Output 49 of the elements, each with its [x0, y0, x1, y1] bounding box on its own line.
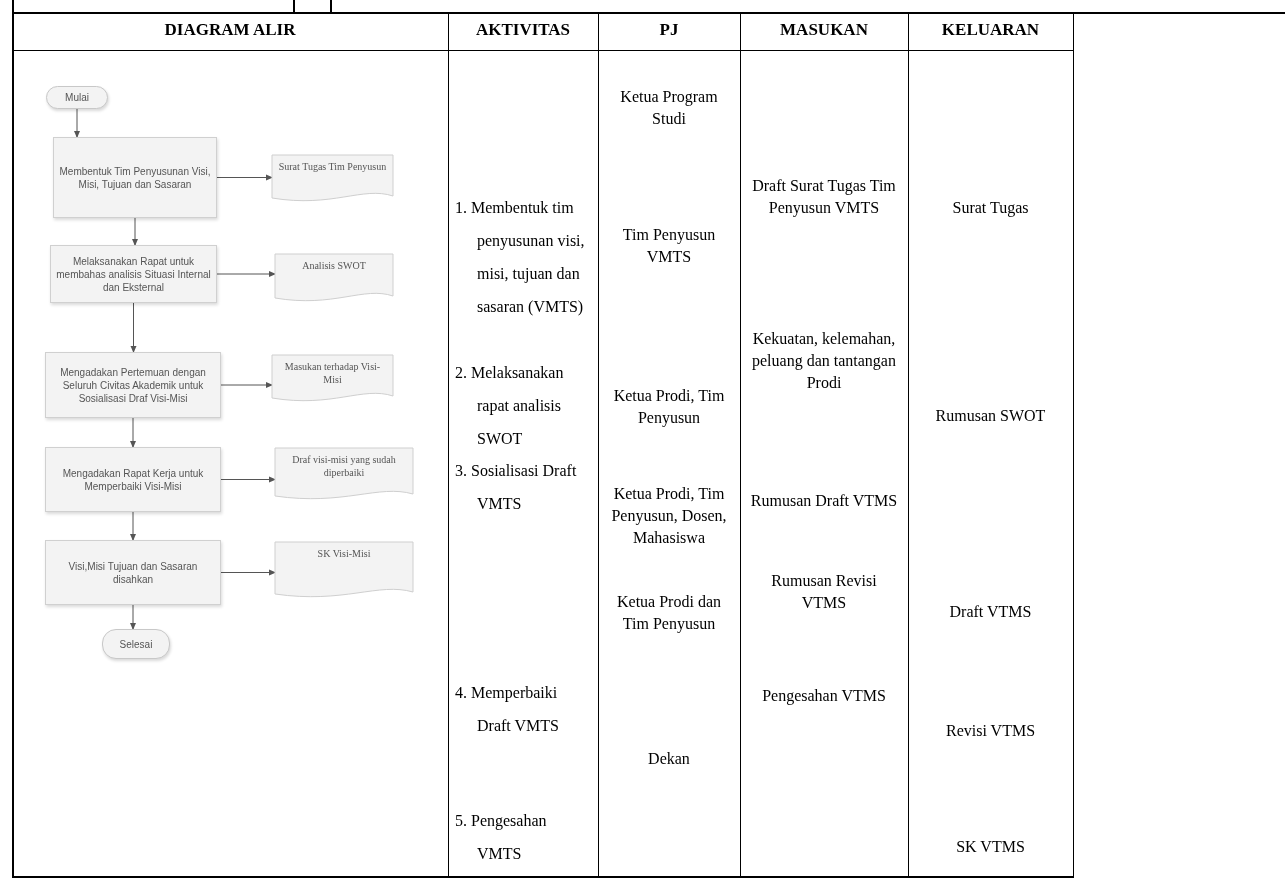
terminal-shape: Mulai — [46, 86, 108, 109]
activity-item: 4. Memperbaiki Draft VMTS — [455, 683, 560, 736]
activity-item: 2. Melaksanakan rapat analisis SWOT — [455, 363, 565, 449]
document-shape: Analisis SWOT — [275, 254, 393, 302]
column-header: MASUKAN — [779, 20, 869, 40]
process-box: Visi,Misi Tujuan dan Sasaran disahkan — [45, 540, 221, 605]
column-header: PJ — [658, 20, 680, 40]
activity-item: 3. Sosialisasi Draft VMTS — [455, 461, 578, 514]
document-shape: SK Visi-Misi — [275, 542, 413, 598]
arrow — [216, 271, 276, 277]
column-header: AKTIVITAS — [474, 20, 572, 40]
column-header: KELUARAN — [940, 20, 1041, 40]
arrow — [130, 417, 136, 448]
process-box: Mengadakan Rapat Kerja untuk Memperbaiki Visi-Misi — [45, 447, 221, 512]
table-cell-text: Revisi VTMS — [944, 721, 1037, 741]
process-box: Melaksanakan Rapat untuk membahas analisis Situasi Internal dan Eksternal — [50, 245, 217, 303]
table-cell-text: Ketua Program Studi — [619, 87, 719, 129]
terminal-shape: Selesai — [102, 629, 170, 659]
table-cell-text: Draft VTMS — [948, 602, 1033, 622]
process-box: Mengadakan Pertemuan dengan Seluruh Civitas Akademik untuk Sosialisasi Draf Visi-Misi — [45, 352, 221, 418]
table-cell-text: SK VTMS — [955, 837, 1026, 857]
table-cell-text: Ketua Prodi dan Tim Penyusun — [616, 592, 722, 635]
arrow — [216, 174, 273, 181]
table-cell-text: Ketua Prodi, Tim Penyusun, Dosen, Mahasiswa — [610, 484, 728, 548]
process-box: Membentuk Tim Penyusunan Visi, Misi, Tujuan dan Sasaran — [53, 137, 217, 218]
arrow — [220, 382, 273, 388]
arrow — [74, 108, 80, 138]
activity-item: 5. Pengesahan VMTS — [455, 811, 548, 864]
table-cell-text: Draft Surat Tugas Tim Penyusun VMTS — [751, 176, 897, 219]
table-cell-text: Dekan — [647, 749, 691, 769]
arrow — [130, 302, 137, 353]
table-cell-text: Ketua Prodi, Tim Penyusun — [612, 386, 726, 429]
table-cell-text: Kekuatan, kelemahan, peluang dan tantangan Prodi — [751, 329, 897, 393]
table-cell-text: Pengesahan VTMS — [761, 686, 887, 707]
arrow — [130, 511, 136, 541]
arrow — [132, 217, 138, 246]
table-cell-text: Rumusan SWOT — [934, 406, 1047, 426]
activity-item: 1. Membentuk tim penyusunan visi, misi, tujuan dan sasaran (VMTS) — [455, 198, 586, 318]
table-cell-text: Rumusan Draft VTMS — [749, 491, 899, 511]
arrow — [130, 604, 136, 630]
arrow — [220, 476, 276, 483]
document-shape: Draf visi-misi yang sudah diperbaiki — [275, 448, 413, 500]
document-shape: Masukan terhadap Visi-Misi — [272, 355, 393, 402]
table-cell-text: Tim Penyusun VMTS — [621, 225, 717, 267]
table-cell-text: Surat Tugas — [951, 198, 1030, 219]
table-cell-text: Rumusan Revisi VTMS — [770, 571, 878, 613]
document-shape: Surat Tugas Tim Penyusun — [272, 155, 393, 202]
column-header: DIAGRAM ALIR — [163, 20, 297, 40]
arrow — [220, 569, 276, 576]
